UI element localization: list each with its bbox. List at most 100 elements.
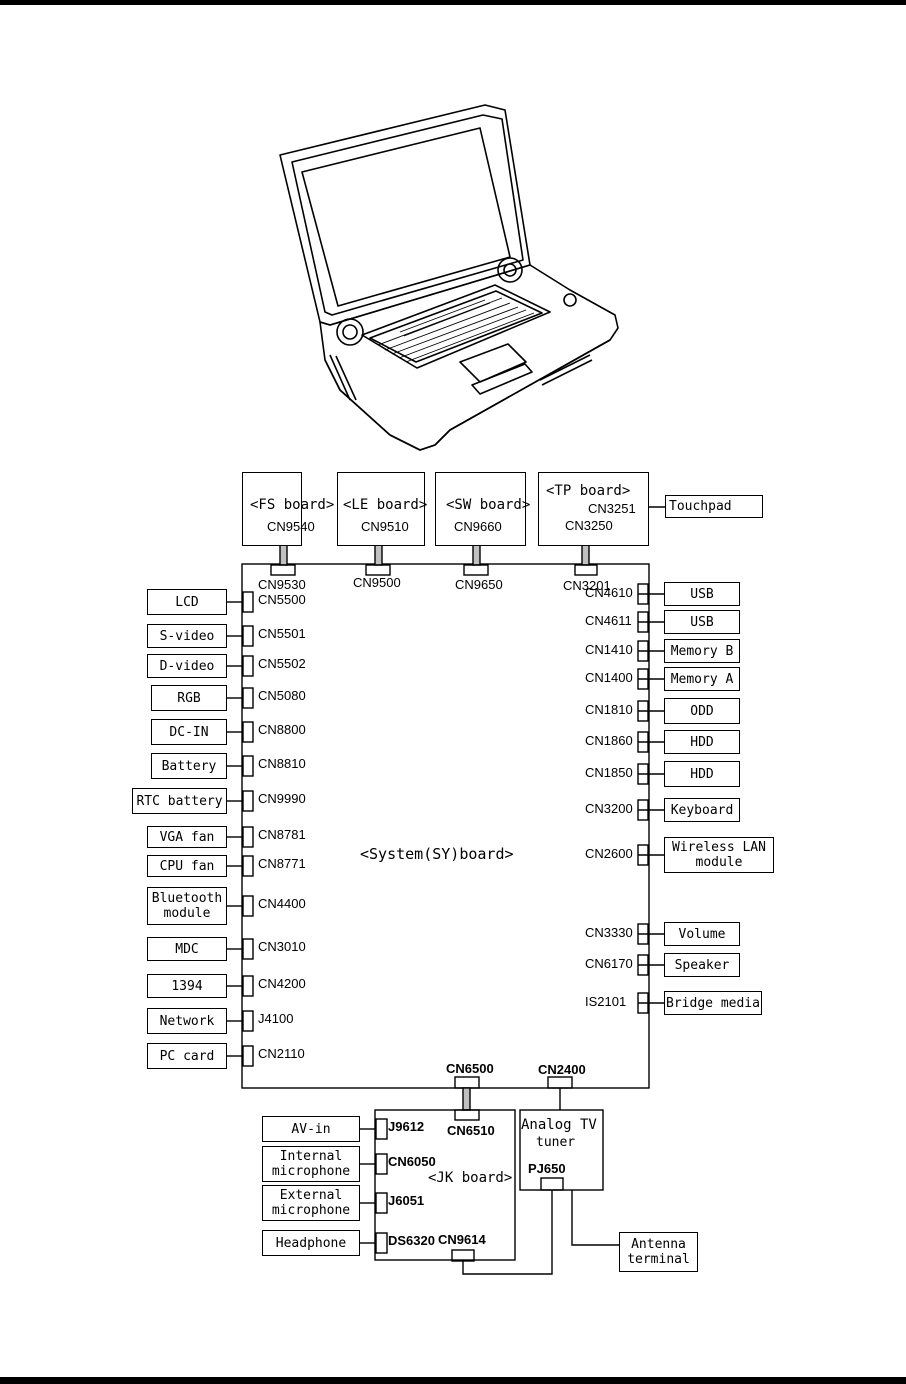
cn9530-connector [270, 564, 296, 576]
system-board-title: <System(SY)board> [360, 845, 514, 863]
pj650-label: PJ650 [528, 1161, 566, 1176]
device-rtc-battery: RTC battery [132, 788, 227, 814]
cn3201-label: CN3201 [563, 578, 611, 593]
connector-j9612: J9612 [388, 1119, 425, 1134]
tp-cable [581, 544, 590, 566]
cn3251-label: CN3251 [588, 501, 636, 516]
tp-board-title: <TP board> [546, 483, 631, 499]
device-headphone: Headphone [262, 1230, 360, 1256]
connector-cn1410: CN1410 [585, 642, 633, 657]
device-rgb: RGB [151, 685, 227, 711]
connector-cn5080: CN5080 [258, 688, 306, 703]
sw-cable [472, 544, 481, 566]
tp-board [538, 472, 649, 546]
device-memory-b: Memory B [664, 639, 740, 663]
connector-is2101: IS2101 [585, 994, 627, 1009]
cn3250-label: CN3250 [565, 518, 613, 533]
fs-board [242, 472, 302, 546]
cn9650-connector [463, 564, 489, 576]
cn9614-label: CN9614 [438, 1232, 486, 1247]
sw-board [435, 472, 526, 546]
device-speaker: Speaker [664, 953, 740, 977]
connector-cn8800: CN8800 [258, 722, 306, 737]
connector-cn8781: CN8781 [258, 827, 306, 842]
connector-outline [242, 1010, 254, 1032]
connector-cn6170: CN6170 [585, 956, 633, 971]
device-keyboard: Keyboard [664, 798, 740, 822]
device-external-microphone: External microphone [262, 1185, 360, 1221]
connector-cn3200: CN3200 [585, 801, 633, 816]
connector-outline [242, 755, 254, 777]
connector-outline [375, 1232, 388, 1254]
connector-j6051: J6051 [388, 1193, 425, 1208]
device-dc-in: DC-IN [151, 719, 227, 745]
connector-outline [242, 975, 254, 997]
touchpad-device: Touchpad [665, 495, 763, 518]
connector-outline [242, 938, 254, 960]
connector-cn5502: CN5502 [258, 656, 306, 671]
connector-outline [242, 655, 254, 677]
connector-outline [375, 1118, 388, 1140]
device-hdd: HDD [664, 761, 740, 787]
device-hdd: HDD [664, 730, 740, 754]
connector-cn1400: CN1400 [585, 670, 633, 685]
cn9660-label: CN9660 [454, 519, 502, 534]
connector-cn4611: CN4611 [585, 613, 632, 628]
cn2400-label: CN2400 [538, 1062, 586, 1077]
tv-tuner-title-2: tuner [536, 1135, 576, 1150]
connector-outline [242, 591, 254, 613]
connector-outline [242, 625, 254, 647]
connector-ds6320: DS6320 [388, 1233, 435, 1248]
top-rule [0, 0, 906, 5]
device-network: Network [147, 1008, 227, 1034]
tv-tuner-title-1: Analog TV [521, 1117, 597, 1133]
cn9530-label: CN9530 [258, 577, 306, 592]
connector-outline [375, 1192, 388, 1214]
device-cpu-fan: CPU fan [147, 855, 227, 877]
connector-outline [242, 895, 254, 917]
connector-cn9990: CN9990 [258, 791, 306, 806]
cn9510-label: CN9510 [361, 519, 409, 534]
device-bridge-media: Bridge media [664, 991, 762, 1015]
cn3201-connector [574, 564, 598, 576]
device-internal-microphone: Internal microphone [262, 1146, 360, 1182]
device-battery: Battery [151, 753, 227, 779]
cn9540-label: CN9540 [267, 519, 315, 534]
le-board [337, 472, 425, 546]
connector-cn5501: CN5501 [258, 626, 306, 641]
cn6500-label: CN6500 [446, 1061, 494, 1076]
connector-cn4400: CN4400 [258, 896, 306, 911]
connector-cn5500: CN5500 [258, 592, 306, 607]
device-vga-fan: VGA fan [147, 826, 227, 848]
cn9500-connector [365, 564, 391, 576]
connector-cn3330: CN3330 [585, 925, 633, 940]
system-board-outline [241, 563, 650, 1089]
connector-cn4610: CN4610 [585, 585, 633, 600]
fs-board-title: <FS board> [250, 497, 335, 513]
bottom-rule [0, 1377, 906, 1384]
laptop-icon [279, 104, 619, 451]
connector-outline [242, 721, 254, 743]
sw-board-title: <SW board> [446, 497, 531, 513]
connector-outline [375, 1153, 388, 1175]
device-s-video: S-video [147, 624, 227, 648]
device-memory-a: Memory A [664, 667, 740, 691]
device-usb: USB [664, 610, 740, 634]
connector-outline [242, 1045, 254, 1067]
cn6510-label: CN6510 [447, 1123, 495, 1138]
cn9500-label: CN9500 [353, 575, 401, 590]
device-odd: ODD [664, 698, 740, 724]
device-av-in: AV-in [262, 1116, 360, 1142]
connector-outline [242, 790, 254, 812]
connector-cn6050: CN6050 [388, 1154, 436, 1169]
device-pc-card: PC card [147, 1043, 227, 1069]
device-bluetooth-module: Bluetooth module [147, 887, 227, 925]
connector-cn4200: CN4200 [258, 976, 306, 991]
jk-board-title: <JK board> [428, 1170, 513, 1186]
connector-cn2600: CN2600 [585, 846, 633, 861]
device-d-video: D-video [147, 654, 227, 678]
connector-outline [242, 687, 254, 709]
device-wireless-lan-module: Wireless LAN module [664, 837, 774, 873]
device-mdc: MDC [147, 937, 227, 961]
device-usb: USB [664, 582, 740, 606]
